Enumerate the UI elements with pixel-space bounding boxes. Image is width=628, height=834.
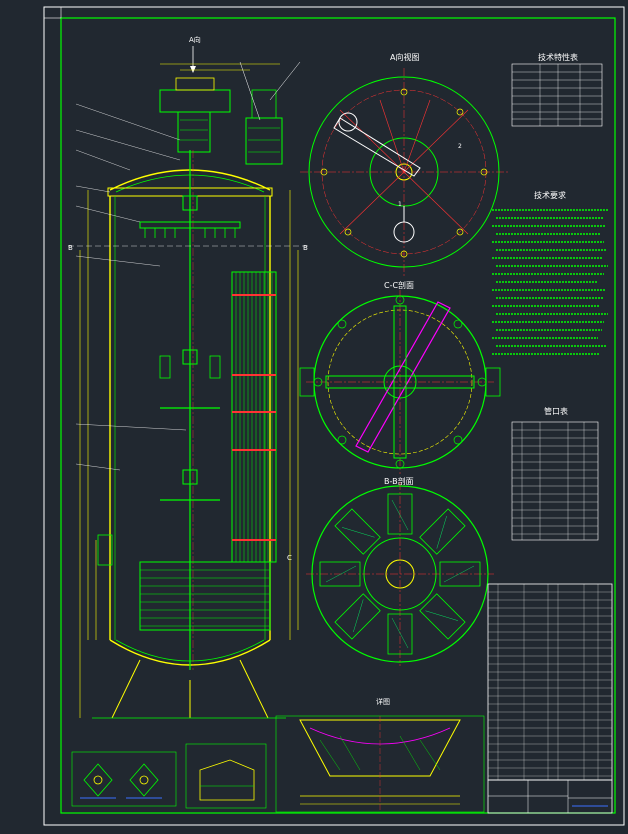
- coupling-2: [182, 349, 198, 365]
- left-leader-4: [75, 185, 111, 193]
- a-view-arm: [333, 117, 421, 177]
- top-impeller: [139, 221, 241, 229]
- bottom-coil-tubes: [140, 569, 270, 627]
- left-leader-1: [75, 103, 181, 141]
- detail-1-hole-a: [93, 775, 103, 785]
- detail-box-2: [185, 743, 267, 809]
- tech-spec-grid: [512, 64, 602, 126]
- title-block: [487, 779, 613, 814]
- side-nozzle: [97, 534, 113, 566]
- leg-left: [111, 659, 141, 719]
- tech-spec-table: 技术特性表: [511, 52, 603, 127]
- coil-tubes: [235, 272, 273, 562]
- mid-blade-2: [209, 355, 221, 379]
- leader-top-2: [269, 61, 301, 101]
- section-cc-title: C-C剖面: [384, 280, 414, 290]
- nozzle-table-title: 管口表: [544, 406, 568, 416]
- section-bb-title: B-B剖面: [384, 476, 414, 486]
- left-leader-7: [75, 423, 187, 431]
- left-leader-8: [75, 463, 121, 471]
- a-view-spokes: [339, 99, 469, 235]
- coupling-3: [182, 469, 198, 485]
- section-mark-b-left: B: [68, 244, 73, 252]
- nozzle-table: 管口表: [511, 406, 599, 541]
- nozzle-table-grid: [512, 422, 598, 540]
- left-leader-3: [75, 149, 131, 171]
- gearbox: [177, 111, 211, 153]
- detail-title: 详图: [376, 697, 390, 706]
- view-a-mark: A向: [189, 35, 201, 44]
- cc-beam-h: [325, 375, 475, 389]
- detail-views: 详图: [71, 697, 485, 813]
- detail-1-hole-b: [139, 775, 149, 785]
- cc-magenta-beam: [355, 301, 451, 453]
- a-view-mark-2: 2: [458, 143, 462, 150]
- outer-border: [43, 6, 625, 826]
- tech-req-lines: [492, 209, 608, 355]
- mid-blade-1: [159, 355, 171, 379]
- leader-top-1: [239, 61, 261, 121]
- bottom-coil: [139, 561, 271, 631]
- nozzle-table-box: [511, 421, 599, 541]
- coupling-1: [182, 195, 198, 211]
- leg-right: [239, 659, 269, 719]
- detail-2-shape: [199, 759, 255, 801]
- view-a-arrowhead: [190, 66, 196, 73]
- detail-3-hatch: [319, 735, 441, 771]
- tech-requirements: 技术要求: [492, 190, 608, 355]
- inner-frame: [60, 17, 616, 814]
- section-cc: C-C剖面: [299, 280, 501, 474]
- cc-right-nozzle: [485, 367, 501, 397]
- detail-1-shape-a: [83, 763, 113, 797]
- parts-list-box: [487, 583, 613, 781]
- top-left-tab: [43, 6, 62, 19]
- tech-req-title: 技术要求: [534, 190, 566, 200]
- a-view-bolts: [320, 88, 488, 258]
- bb-coil-hatch: [325, 499, 475, 649]
- detail-box-1: [71, 751, 177, 807]
- right-motor-top: [251, 89, 277, 119]
- a-view: A向视图 1 2: [300, 52, 508, 276]
- section-mark-b-right: B: [303, 244, 308, 252]
- left-leader-6: [75, 255, 161, 267]
- a-view-title: A向视图: [390, 52, 419, 62]
- section-bb: B-B剖面: [306, 476, 494, 666]
- cc-bolts: [313, 295, 487, 469]
- vessel-elevation: A向: [68, 35, 310, 719]
- a-view-mark-1: 1: [398, 201, 402, 208]
- detail-1-shape-b: [129, 763, 159, 797]
- motor-frame: [159, 89, 231, 113]
- left-leader-5: [75, 205, 141, 223]
- tech-spec-box: [511, 63, 603, 127]
- tech-spec-title: 技术特性表: [538, 52, 578, 62]
- cc-beam-v: [393, 305, 407, 459]
- right-motor-body: [245, 117, 283, 165]
- detail-3-bowl: [299, 719, 461, 777]
- left-leader-2: [75, 129, 181, 161]
- cc-left-nozzle: [299, 367, 315, 397]
- motor-top: [175, 77, 215, 91]
- parts-list-grid: [488, 584, 612, 780]
- section-mark-c: C: [287, 554, 292, 562]
- parts-list: [487, 583, 613, 814]
- a-view-arm-end: [338, 112, 358, 132]
- bb-coil-bundles: [319, 493, 481, 655]
